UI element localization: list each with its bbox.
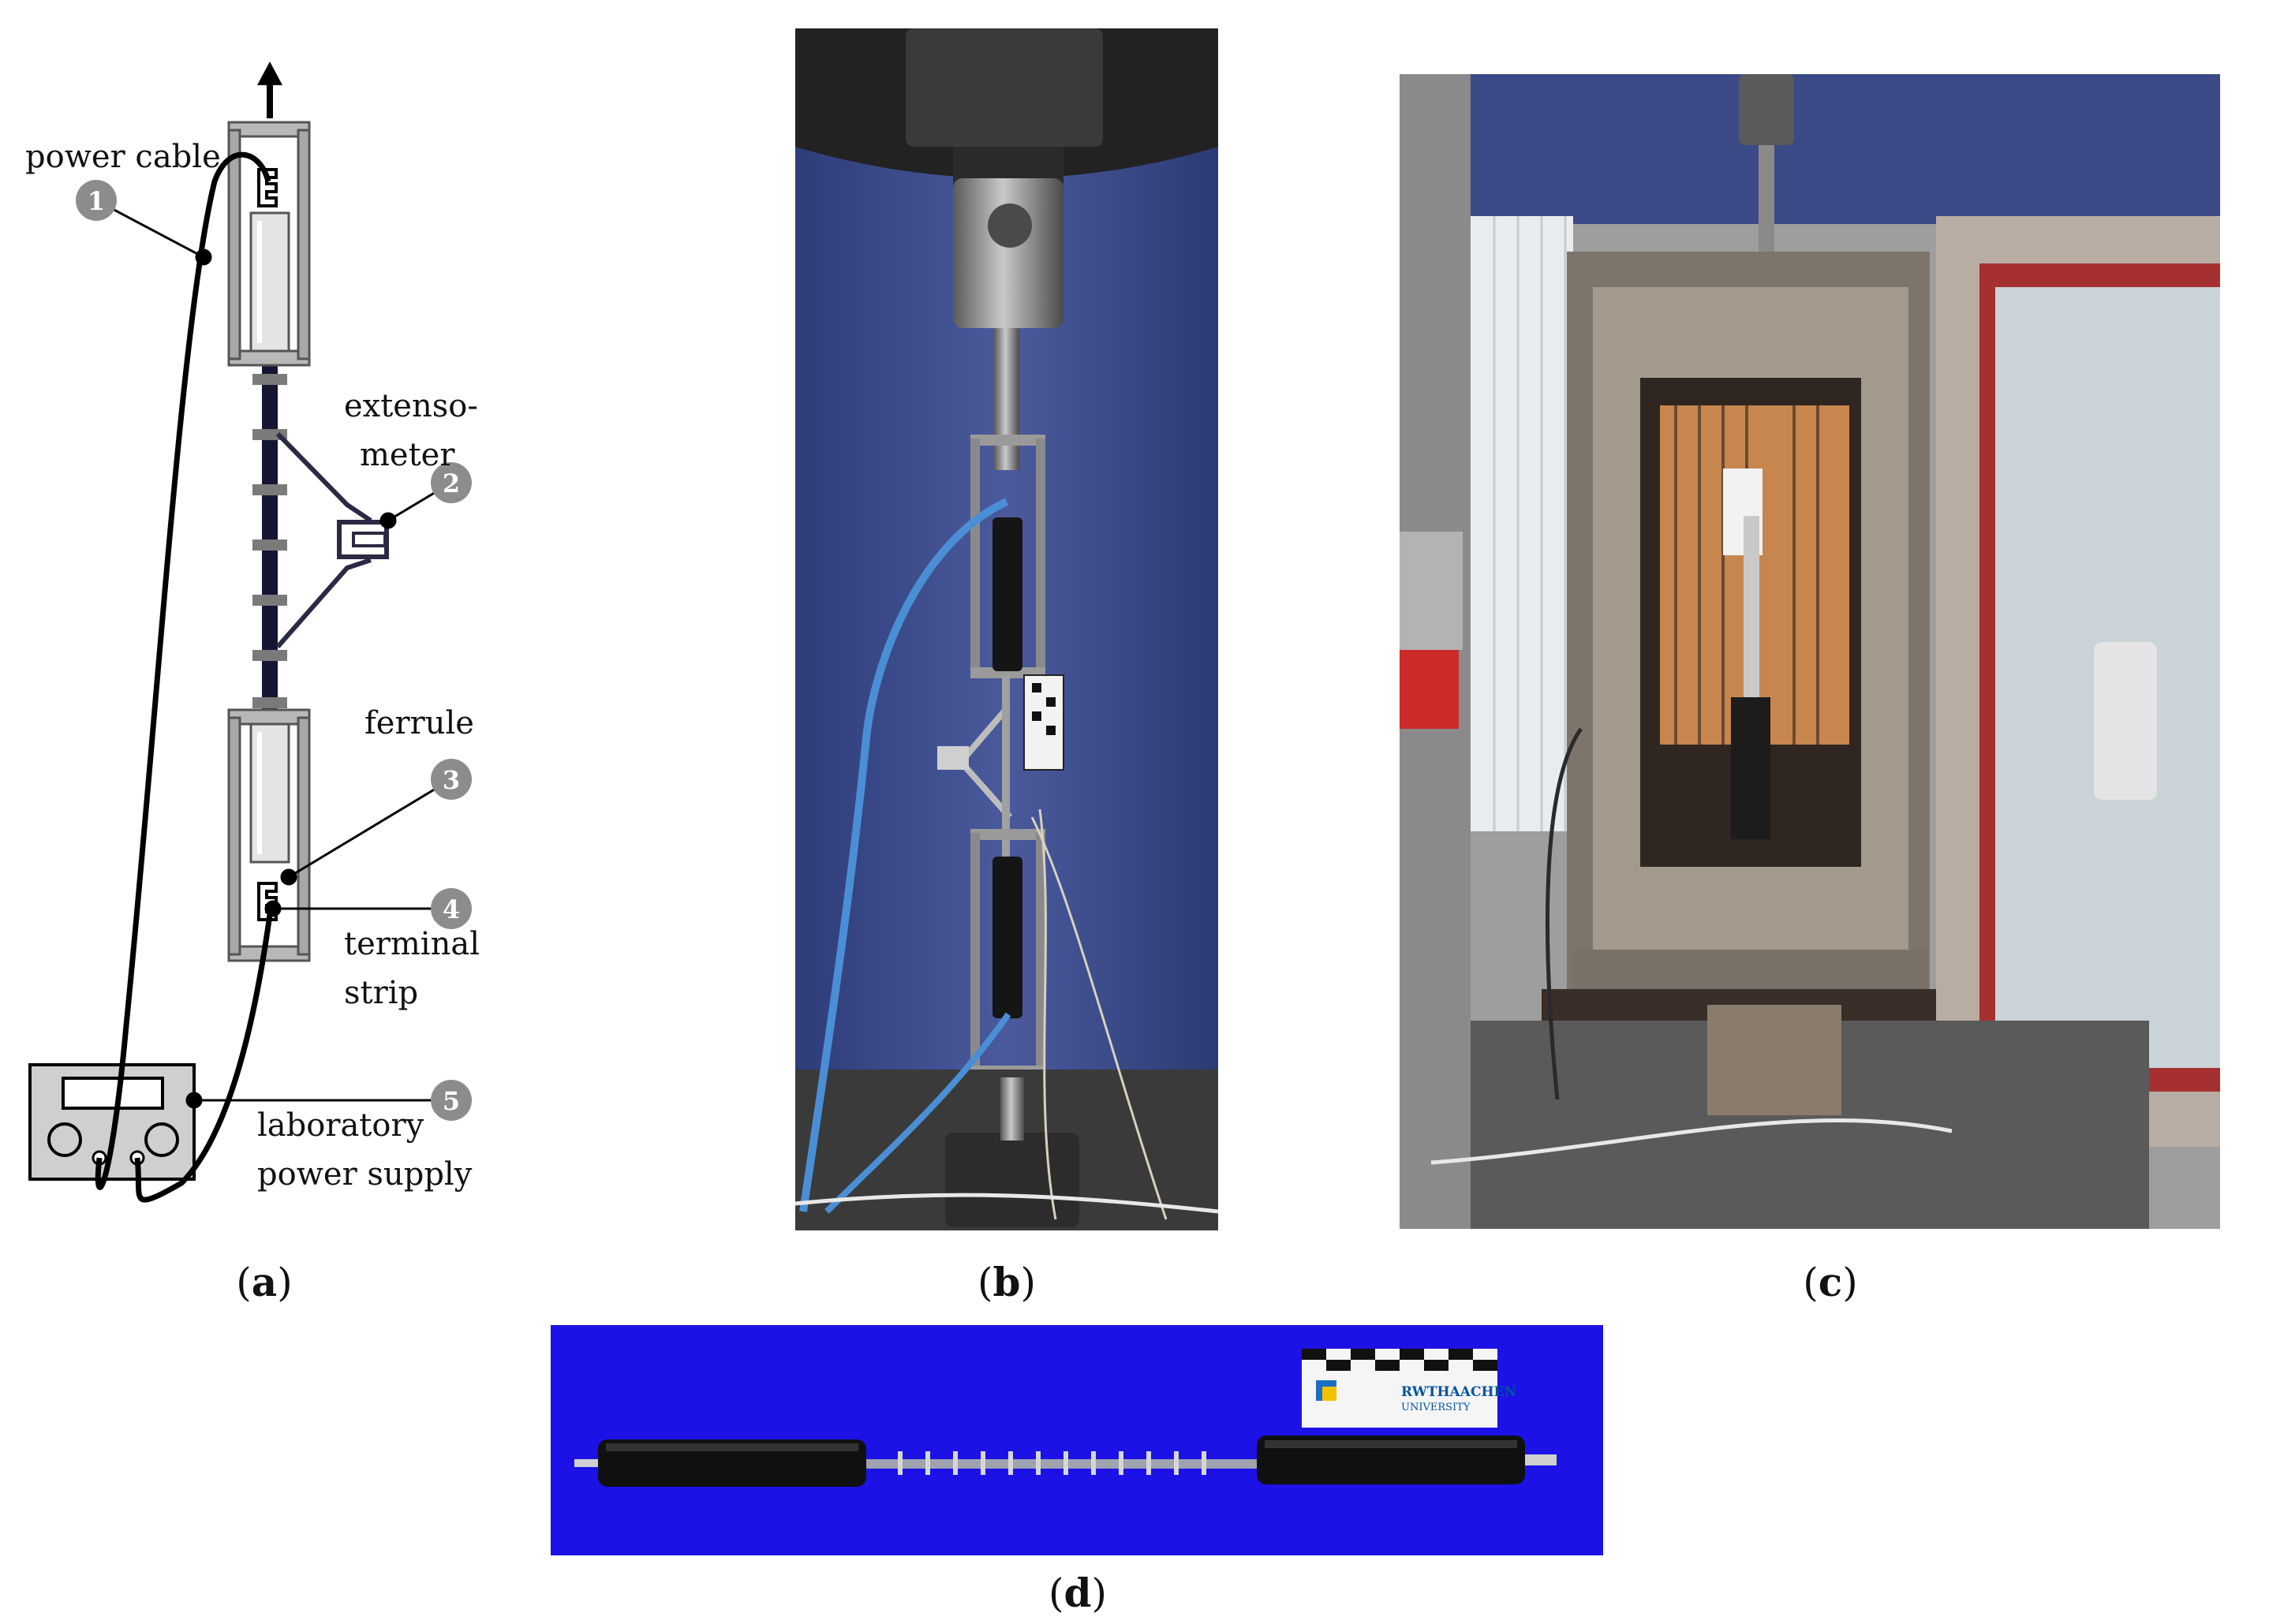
scale-bar-brand-line2: UNIVERSITY	[1401, 1402, 1471, 1413]
photo-climate-chamber	[1400, 74, 2220, 1229]
caption-d: (d)	[1049, 1570, 1107, 1616]
extensometer	[275, 431, 389, 648]
schematic-panel: 1 2 3 4 5 power cable extenso- meter fer…	[0, 0, 505, 1230]
specimen	[574, 1435, 1557, 1487]
specimen-rod	[262, 355, 278, 718]
power-cable-1	[95, 151, 271, 1190]
label-ferrule: ferrule	[364, 705, 474, 741]
label-terminal-2: strip	[344, 975, 418, 1011]
photo-specimen: RWTHAACHEN UNIVERSITY	[551, 1325, 1603, 1555]
marker-5: 5	[443, 1086, 460, 1116]
marker-3: 3	[443, 765, 460, 795]
lab-power-supply	[28, 1063, 196, 1181]
marker-1: 1	[88, 186, 105, 216]
label-supply-1: laboratory	[257, 1107, 424, 1144]
scale-bar-brand: RWTHAACHEN	[1401, 1384, 1516, 1400]
label-extensometer-2: meter	[360, 437, 455, 473]
marker-4: 4	[443, 894, 460, 924]
label-terminal-1: terminal	[344, 926, 480, 962]
caption-b: (b)	[978, 1259, 1036, 1305]
specimen-bands	[252, 374, 287, 708]
scale-bar: RWTHAACHEN UNIVERSITY	[1302, 1349, 1516, 1428]
photo-test-rig	[795, 28, 1218, 1230]
power-cable-2	[134, 902, 275, 1203]
load-direction-arrow-head	[257, 62, 282, 85]
caption-c: (c)	[1803, 1259, 1858, 1305]
label-supply-2: power supply	[257, 1156, 473, 1193]
lower-clamp	[227, 708, 311, 962]
caption-a: (a)	[236, 1259, 293, 1305]
number-markers: 1 2 3 4 5	[76, 180, 472, 1121]
schematic-diagram: 1 2 3 4 5 power cable extenso- meter fer…	[25, 62, 480, 1203]
label-power-cable: power cable	[25, 139, 221, 175]
label-extensometer-1: extenso-	[344, 388, 478, 424]
upper-clamp	[227, 121, 311, 367]
diagram-labels: power cable extenso- meter ferrule termi…	[25, 139, 480, 1193]
marker-2: 2	[443, 469, 460, 498]
